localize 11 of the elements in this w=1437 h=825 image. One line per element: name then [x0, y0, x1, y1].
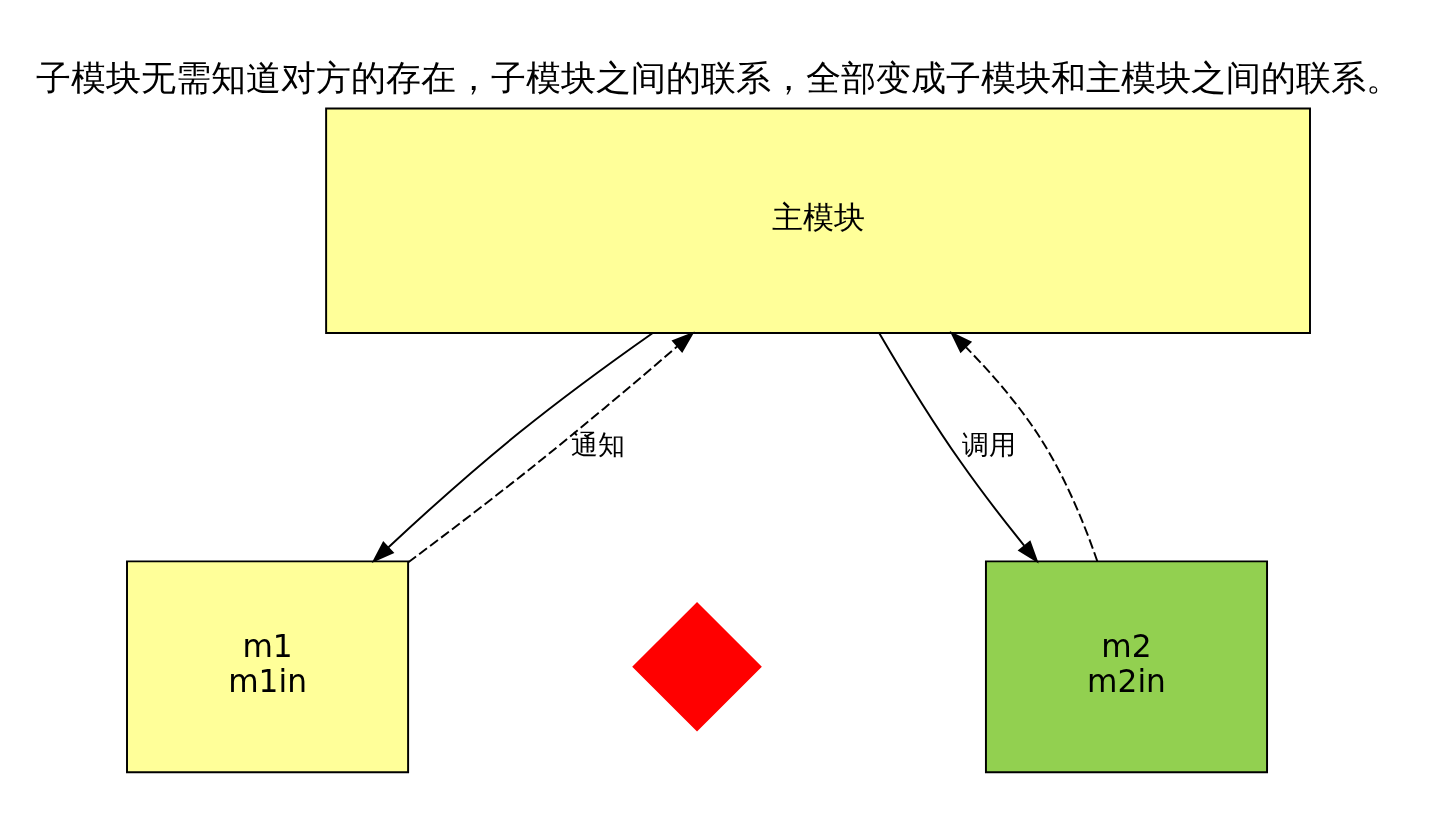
- node-box: m2 m2in: [984, 559, 1269, 773]
- node-box: 主模块: [325, 107, 1311, 334]
- arrow: [878, 331, 1039, 564]
- arrow: [407, 330, 695, 563]
- node-box: m1 m1in: [126, 559, 410, 773]
- edge-label: 调用: [961, 428, 1016, 460]
- diagram-title: 子模块无需知道对方的存在，子模块之间的联系，全部变成子模块和主模块之间的联系。: [36, 56, 1401, 98]
- node-cross: [632, 601, 762, 732]
- edge-label: 通知: [571, 428, 626, 460]
- arrow: [371, 331, 654, 563]
- arrow: [949, 330, 1099, 562]
